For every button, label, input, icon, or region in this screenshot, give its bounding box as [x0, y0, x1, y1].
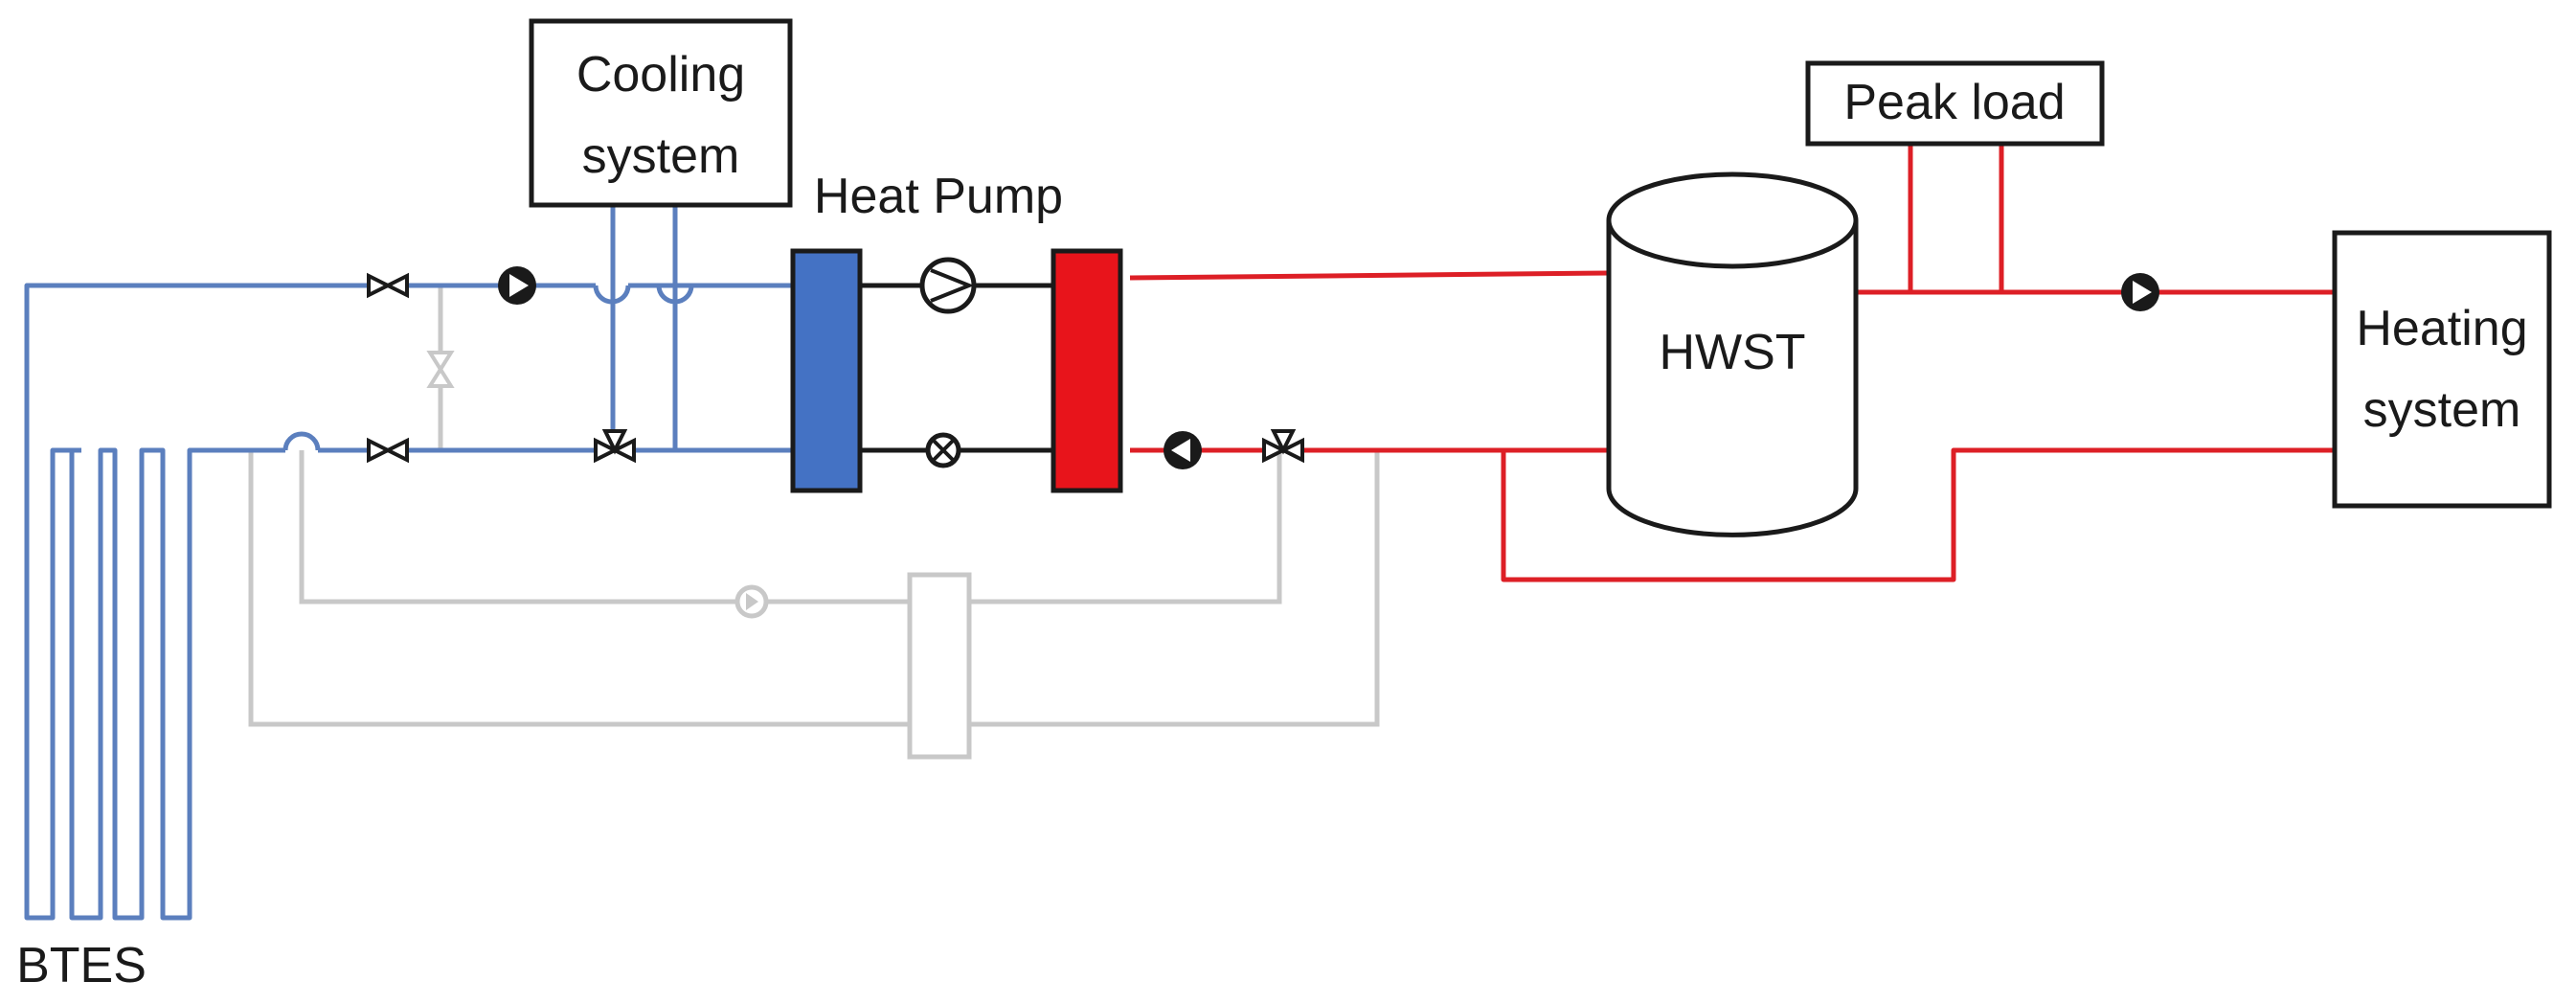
expansion-valve-icon	[925, 432, 961, 468]
inactive-heat-exchanger	[907, 572, 972, 760]
pump-icon	[1164, 431, 1202, 469]
evaporator-heat-exchanger	[790, 248, 863, 493]
pump-icon	[498, 266, 536, 305]
valve-icon	[367, 437, 409, 464]
peak-load-label: Peak load	[1843, 75, 2065, 130]
ground-loop-piping	[24, 201, 793, 921]
condenser-heat-exchanger	[1051, 248, 1123, 493]
heating-system-label-line2: system	[2363, 382, 2521, 438]
cooling-system-box	[529, 18, 793, 208]
heating-system-label-line1: Heating	[2356, 301, 2527, 356]
heat-pump-label: Heat Pump	[814, 169, 1063, 224]
cooling-system-label-line2: system	[582, 128, 740, 184]
three-way-valve-icon	[594, 429, 636, 464]
heating-system-box	[2332, 230, 2552, 509]
inactive-valve-icon	[426, 351, 455, 388]
inactive-pump-icon	[734, 584, 769, 619]
tank-icon	[1606, 171, 1859, 537]
pump-icon	[2121, 273, 2159, 311]
btes-label: BTES	[16, 938, 147, 993]
valve-icon	[367, 272, 409, 299]
heating-loop-piping	[1129, 144, 2335, 582]
cooling-system-label-line1: Cooling	[576, 47, 745, 103]
three-way-valve-icon	[1262, 429, 1304, 464]
peak-load-box	[1805, 60, 2105, 147]
hwst-label: HWST	[1659, 325, 1805, 380]
compressor-icon	[919, 257, 977, 314]
